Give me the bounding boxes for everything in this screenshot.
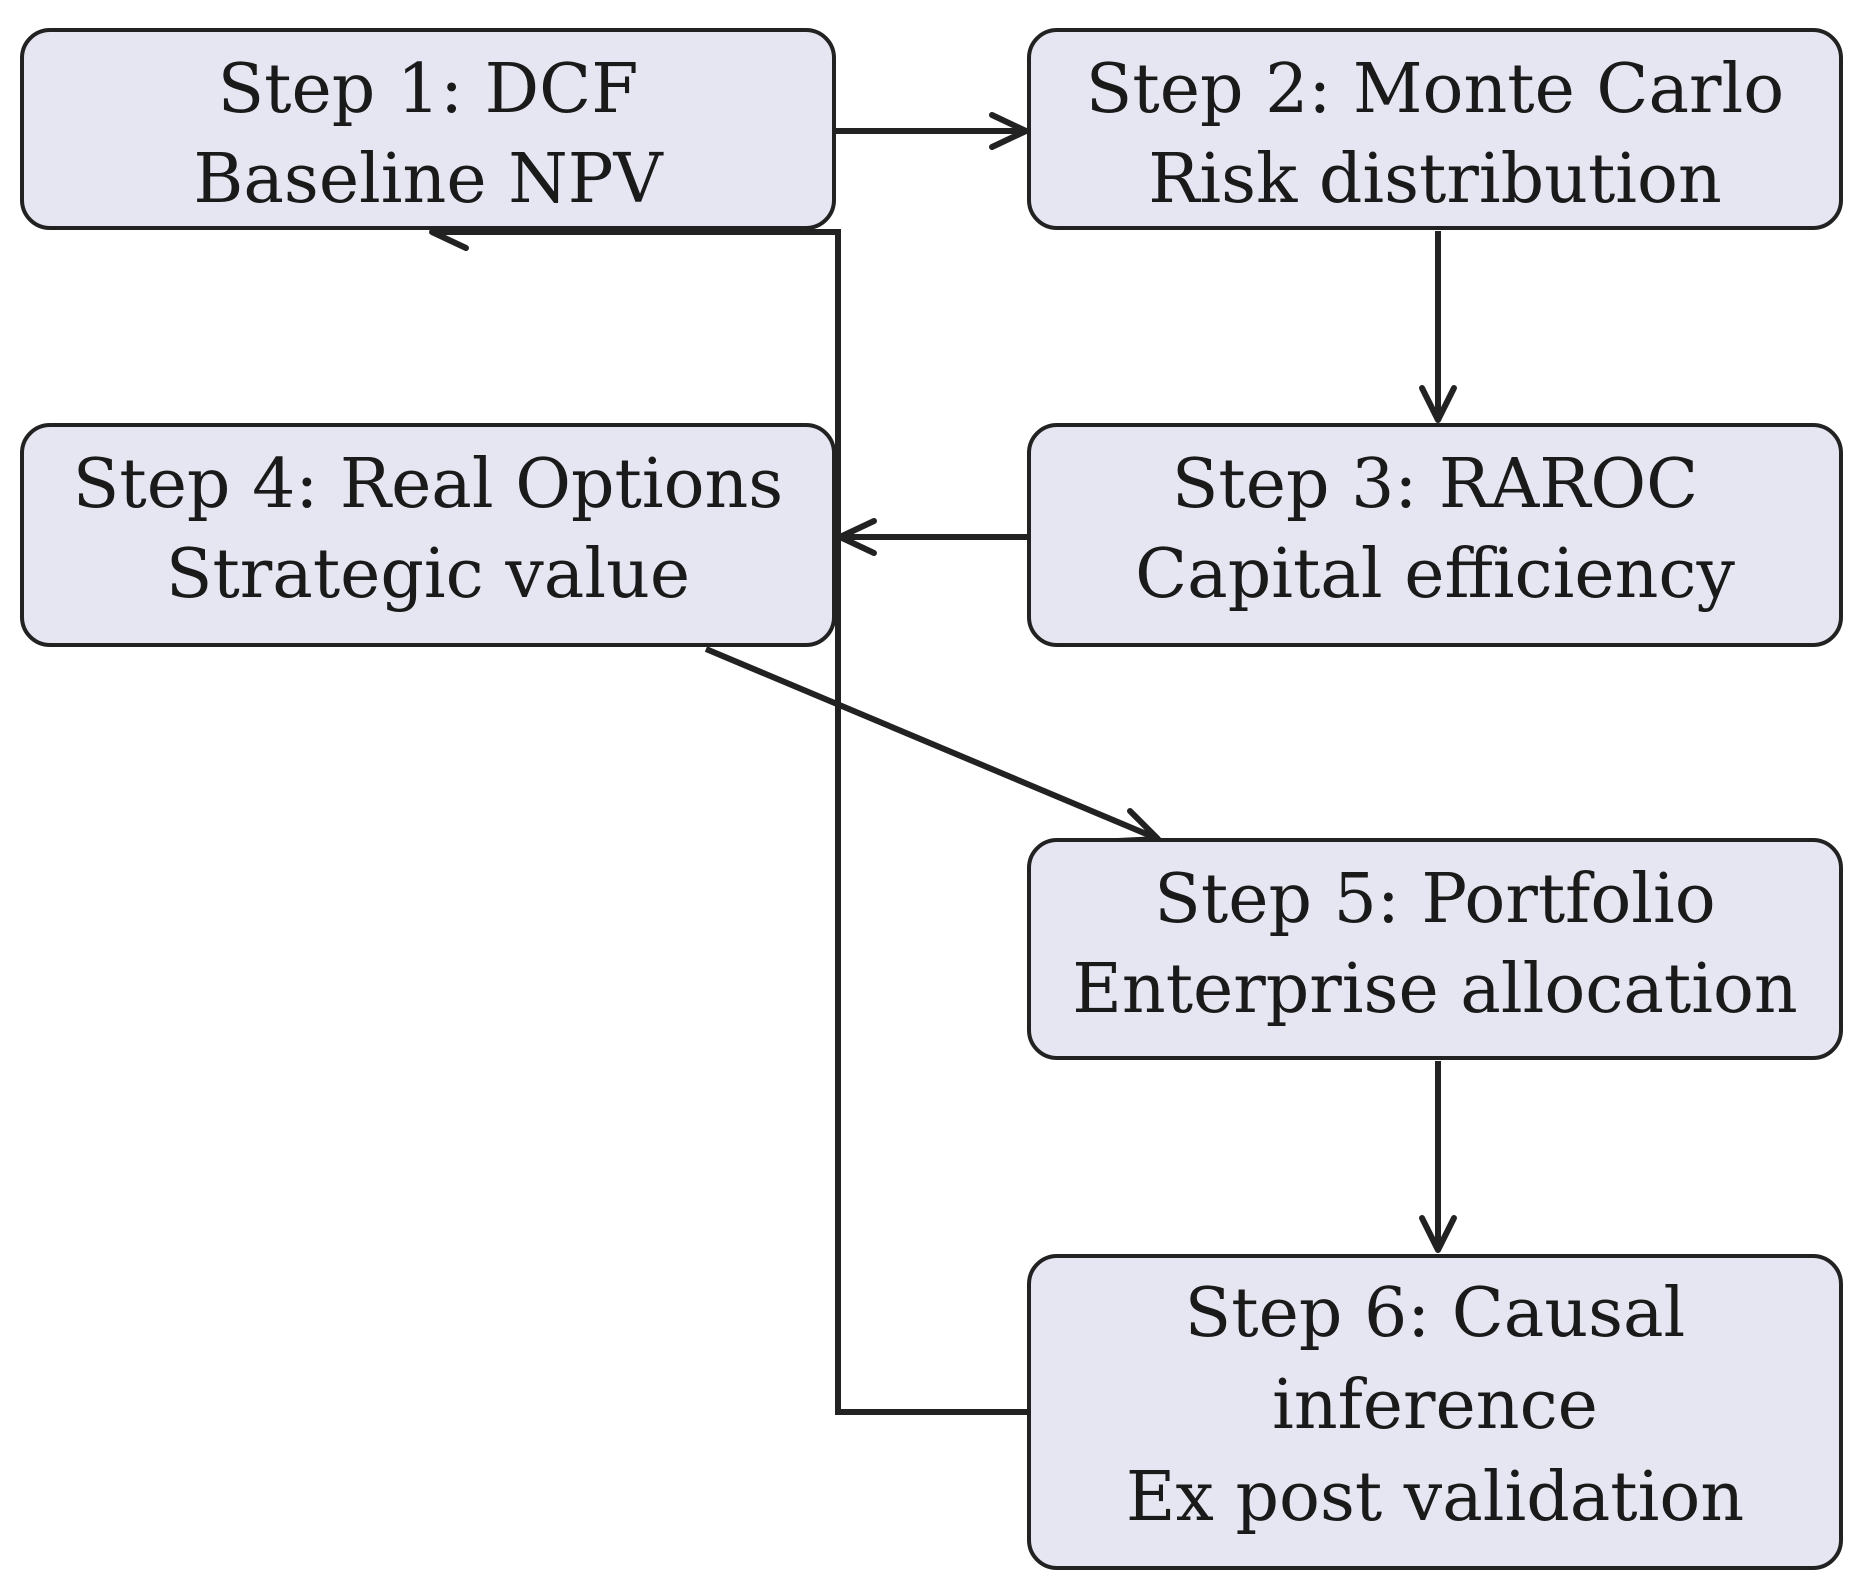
node-step6-subtitle: Ex post validation: [1126, 1458, 1744, 1537]
node-step2-title: Step 2: Monte Carlo: [1086, 50, 1784, 129]
node-step5-title: Step 5: Portfolio: [1154, 860, 1715, 939]
node-step1-title: Step 1: DCF: [218, 50, 639, 129]
node-step1-box: [20, 28, 836, 230]
node-step3-title: Step 3: RAROC: [1172, 445, 1698, 524]
edge-step4-step5: [704, 646, 1158, 841]
node-step1-subtitle: Baseline NPV: [193, 140, 664, 219]
node-step6: Step 6: Causal inference Ex post validat…: [1027, 1254, 1843, 1570]
edge-step6-step1: [432, 229, 1029, 1415]
edges: [429, 112, 1457, 1415]
node-step1: Step 1: DCF Baseline NPV: [20, 28, 836, 230]
node-step2-box: [1027, 28, 1843, 230]
edge-step5-step6-arrowhead: [1419, 1215, 1457, 1253]
node-step6-title-cont: inference: [1272, 1366, 1598, 1445]
node-step3: Step 3: RAROC Capital efficiency: [1027, 423, 1843, 647]
node-step2: Step 2: Monte Carlo Risk distribution: [1027, 28, 1843, 230]
node-step4-subtitle: Strategic value: [166, 535, 690, 614]
node-step5-subtitle: Enterprise allocation: [1072, 950, 1797, 1029]
node-step4-title: Step 4: Real Options: [73, 445, 783, 524]
node-step3-box: [1027, 423, 1843, 647]
nodes: Step 1: DCF Baseline NPV Step 2: Monte C…: [20, 28, 1843, 1570]
node-step2-subtitle: Risk distribution: [1148, 140, 1722, 219]
node-step5: Step 5: Portfolio Enterprise allocation: [1027, 838, 1843, 1060]
edge-step1-step2-arrowhead: [989, 112, 1029, 150]
node-step4: Step 4: Real Options Strategic value: [20, 423, 836, 647]
node-step4-box: [20, 423, 836, 647]
node-step6-box: [1027, 1254, 1843, 1570]
edge-step2-step3-arrowhead: [1419, 385, 1457, 423]
node-step6-title: Step 6: Causal: [1185, 1274, 1686, 1353]
node-step3-subtitle: Capital efficiency: [1135, 535, 1735, 614]
node-step5-box: [1027, 838, 1843, 1060]
